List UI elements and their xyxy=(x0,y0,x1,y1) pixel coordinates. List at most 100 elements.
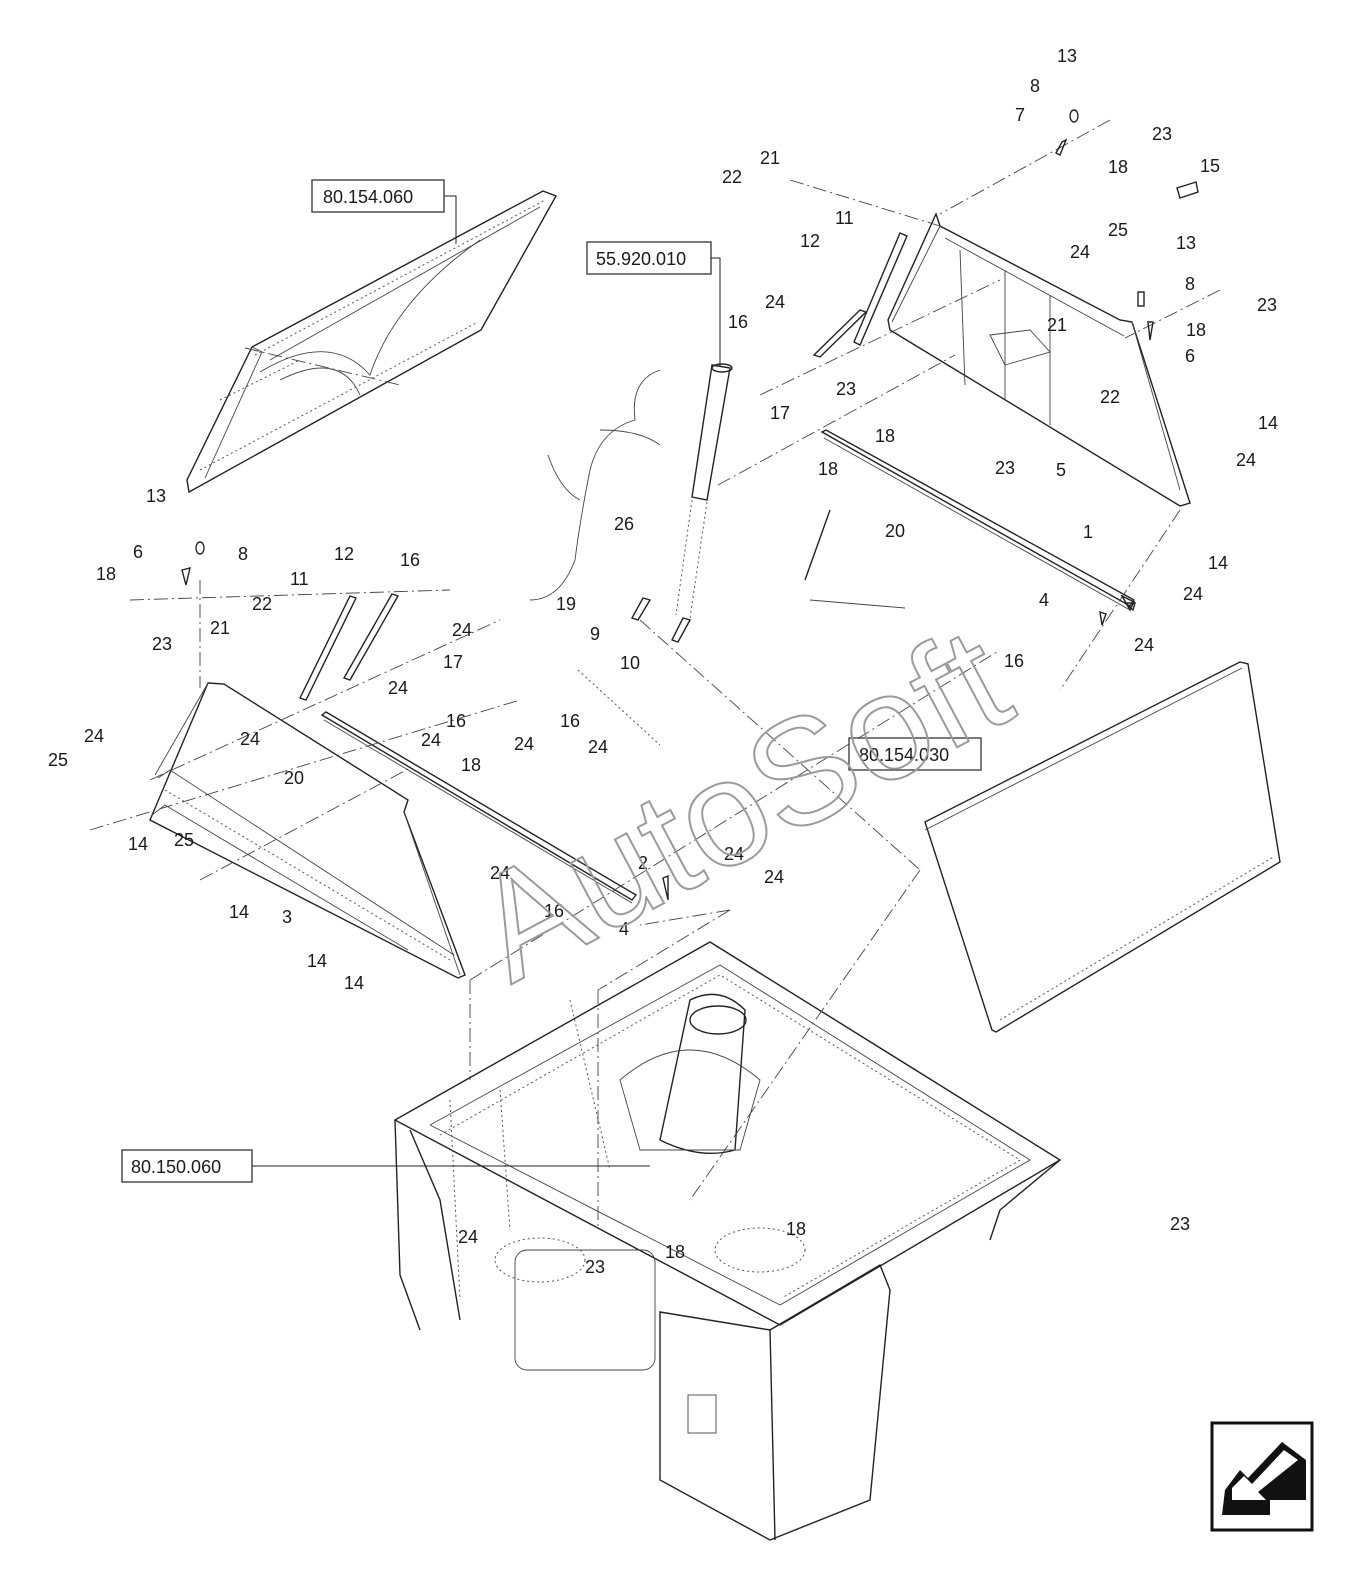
callout-number: 23 xyxy=(995,458,1015,478)
hardware-fasteners xyxy=(181,109,1199,901)
callout-number: 4 xyxy=(619,919,629,939)
callout-number: 16 xyxy=(728,312,748,332)
callout-number: 23 xyxy=(1170,1214,1190,1234)
previous-page-arrow-icon[interactable] xyxy=(1210,1421,1314,1532)
callout-number: 24 xyxy=(1134,635,1154,655)
top-cover-panel xyxy=(186,190,558,494)
callout-number: 24 xyxy=(1183,584,1203,604)
callout-number: 14 xyxy=(307,951,327,971)
callout-number: 24 xyxy=(514,734,534,754)
reference-text: 80.154.030 xyxy=(859,745,949,765)
callout-number: 14 xyxy=(344,973,364,993)
reference-box-80-150-060[interactable]: 80.150.060 xyxy=(121,1149,650,1183)
callout-number: 3 xyxy=(282,907,292,927)
callout-number: 13 xyxy=(1176,233,1196,253)
callout-number: 24 xyxy=(1070,242,1090,262)
callout-number: 24 xyxy=(240,729,260,749)
right-rear-panel xyxy=(887,212,1191,507)
callout-number: 25 xyxy=(1108,220,1128,240)
reference-box-80-154-060[interactable]: 80.154.060 xyxy=(311,179,457,244)
callout-number: 11 xyxy=(835,208,854,228)
hopper-tank xyxy=(393,941,1062,1541)
callout-number: 2 xyxy=(638,853,648,873)
callout-number: 16 xyxy=(446,711,466,731)
callout-number: 16 xyxy=(400,550,420,570)
callout-number: 24 xyxy=(421,730,441,750)
reference-text: 80.154.060 xyxy=(323,187,413,207)
callout-number: 16 xyxy=(544,901,564,921)
callout-number: 8 xyxy=(1030,76,1040,96)
long-strip-2 xyxy=(320,711,638,904)
callout-number: 22 xyxy=(252,594,272,614)
small-strips-right xyxy=(812,232,908,358)
callout-number: 23 xyxy=(1257,295,1277,315)
callout-number: 12 xyxy=(800,231,820,251)
assembly-centerlines xyxy=(89,119,1221,1230)
reference-text: 80.150.060 xyxy=(131,1157,221,1177)
callout-number: 18 xyxy=(461,755,481,775)
callout-number: 24 xyxy=(458,1227,478,1247)
callout-number: 1 xyxy=(1083,522,1093,542)
callout-number: 24 xyxy=(724,844,744,864)
callout-number: 9 xyxy=(590,624,600,644)
callout-number: 24 xyxy=(765,292,785,312)
callout-number: 5 xyxy=(1056,460,1066,480)
gas-strut xyxy=(675,363,733,619)
callout-number: 8 xyxy=(1185,274,1195,294)
callout-number: 14 xyxy=(229,902,249,922)
callout-number: 25 xyxy=(48,750,68,770)
callout-number: 22 xyxy=(722,167,742,187)
callout-number: 23 xyxy=(1152,124,1172,144)
callout-number: 21 xyxy=(1047,315,1067,335)
callout-number: 18 xyxy=(665,1242,685,1262)
callout-number: 18 xyxy=(1108,157,1128,177)
callout-number: 4 xyxy=(1039,590,1049,610)
callout-number: 18 xyxy=(818,459,838,479)
callout-number: 23 xyxy=(152,634,172,654)
small-strips-left xyxy=(299,593,400,701)
callout-number: 24 xyxy=(490,863,510,883)
reference-box-55-920-010[interactable]: 55.920.010 xyxy=(586,241,721,366)
callout-number: 16 xyxy=(560,711,580,731)
callout-number: 12 xyxy=(334,544,354,564)
callout-number: 20 xyxy=(885,521,905,541)
callout-number: 18 xyxy=(875,426,895,446)
callout-number: 11 xyxy=(290,569,309,589)
callout-number: 14 xyxy=(1258,413,1278,433)
callout-number: 22 xyxy=(1100,387,1120,407)
callout-number: 16 xyxy=(1004,651,1024,671)
callout-number: 24 xyxy=(764,867,784,887)
callout-number: 14 xyxy=(128,834,148,854)
watermark-text: AutoSoft xyxy=(447,594,1034,1012)
callout-number: 8 xyxy=(238,544,248,564)
callout-number: 26 xyxy=(614,514,634,534)
callout-number: 10 xyxy=(620,653,640,673)
callout-number: 13 xyxy=(146,486,166,506)
callout-number: 21 xyxy=(210,618,230,638)
callout-number: 23 xyxy=(585,1257,605,1277)
reference-box-80-154-030[interactable]: 80.154.030 xyxy=(848,737,982,771)
linkage-rod xyxy=(577,509,906,746)
wiring-harness xyxy=(529,369,661,601)
reference-text: 55.920.010 xyxy=(596,249,686,269)
callout-number: 14 xyxy=(1208,553,1228,573)
callout-number: 19 xyxy=(556,594,576,614)
callout-number: 18 xyxy=(786,1219,806,1239)
callout-number: 17 xyxy=(443,652,463,672)
callout-number: 18 xyxy=(1186,320,1206,340)
left-rear-panel xyxy=(149,682,466,979)
callout-number: 24 xyxy=(1236,450,1256,470)
callout-number: 17 xyxy=(770,403,790,423)
callout-number: 20 xyxy=(284,768,304,788)
long-strip-1 xyxy=(820,429,1136,611)
right-side-cover-panel xyxy=(924,661,1281,1033)
callout-number: 25 xyxy=(174,830,194,850)
callout-number: 18 xyxy=(96,564,116,584)
callout-number: 21 xyxy=(760,148,780,168)
callout-number: 13 xyxy=(1057,46,1077,66)
callout-number: 6 xyxy=(133,542,143,562)
callout-number: 24 xyxy=(452,620,472,640)
callout-number: 23 xyxy=(836,379,856,399)
